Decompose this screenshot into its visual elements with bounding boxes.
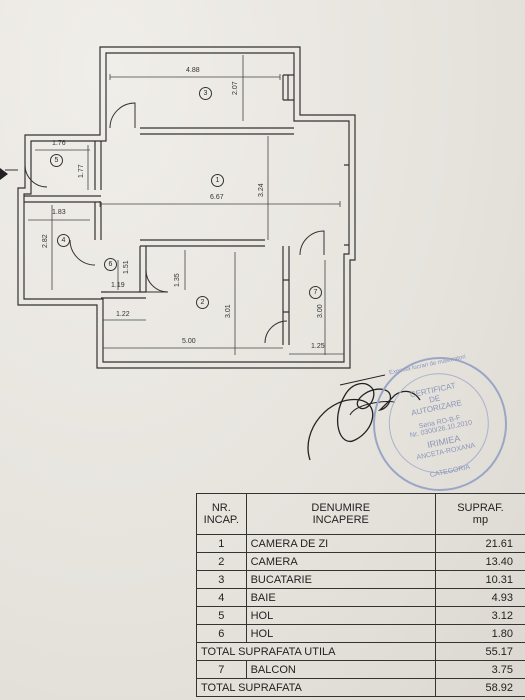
row-nr: 2 — [196, 552, 247, 571]
total-util-area: 55.17 — [434, 642, 525, 661]
row-nr: 3 — [196, 570, 247, 589]
table-row-total-util: TOTAL SUPRAFATA UTILA 55.17 — [196, 642, 525, 661]
dim-room6-width: 1.19 — [111, 282, 125, 289]
table-row: 1 CAMERA DE ZI 21.61 — [196, 534, 525, 553]
table-row: 7 BALCON 3.75 — [196, 660, 525, 679]
table-row: 3 BUCATARIE 10.31 — [196, 570, 525, 589]
room-marker-1: 1 — [211, 174, 224, 187]
room-marker-5: 5 — [50, 154, 63, 167]
table-row: 2 CAMERA 13.40 — [196, 552, 525, 571]
row-nr: 5 — [196, 606, 247, 625]
header-name-line1: DENUMIRE — [311, 502, 371, 514]
row-nr: 7 — [196, 660, 247, 679]
row-name: BALCON — [245, 660, 436, 679]
row-area: 13.40 — [434, 552, 525, 571]
row-name: CAMERA DE ZI — [245, 534, 436, 553]
room-marker-7: 7 — [309, 286, 322, 299]
header-name: DENUMIRE INCAPERE — [245, 493, 436, 535]
room-marker-6: 6 — [104, 258, 117, 271]
table-row-total: TOTAL SUPRAFATA 58.92 — [196, 678, 525, 697]
header-area: SUPRAF. mp — [434, 493, 525, 535]
dim-room1-width: 6.67 — [210, 194, 224, 201]
row-area: 21.61 — [434, 534, 525, 553]
row-name: CAMERA — [245, 552, 436, 571]
row-nr: 6 — [196, 624, 247, 643]
dim-room3-width: 4.88 — [186, 67, 200, 74]
room-marker-4: 4 — [57, 234, 70, 247]
row-area: 4.93 — [434, 588, 525, 607]
room-marker-3: 3 — [199, 87, 212, 100]
row-area: 3.12 — [434, 606, 525, 625]
entrance-arrow-icon — [0, 168, 8, 180]
table-row: 5 HOL 3.12 — [196, 606, 525, 625]
row-area: 1.80 — [434, 624, 525, 643]
row-name: HOL — [245, 606, 436, 625]
total-util-label: TOTAL SUPRAFATA UTILA — [196, 642, 436, 661]
row-nr: 4 — [196, 588, 247, 607]
dim-room4-width: 1.83 — [52, 209, 66, 216]
header-area-line1: SUPRAF. — [457, 502, 504, 514]
dim-room7-width: 1.25 — [311, 343, 325, 350]
area-table: NR. INCAP. DENUMIRE INCAPERE SUPRAF. mp … — [196, 493, 525, 697]
total-label: TOTAL SUPRAFATA — [196, 678, 436, 697]
table-header-row: NR. INCAP. DENUMIRE INCAPERE SUPRAF. mp — [196, 493, 525, 535]
total-area: 58.92 — [434, 678, 525, 697]
table-row: 4 BAIE 4.93 — [196, 588, 525, 607]
row-nr: 1 — [196, 534, 247, 553]
room-marker-2: 2 — [196, 296, 209, 309]
row-name: BUCATARIE — [245, 570, 436, 589]
dim-room2-step: 1.22 — [116, 311, 130, 318]
row-name: HOL — [245, 624, 436, 643]
row-area: 10.31 — [434, 570, 525, 589]
row-area: 3.75 — [434, 660, 525, 679]
table-row: 6 HOL 1.80 — [196, 624, 525, 643]
header-name-line2: INCAPERE — [312, 514, 369, 526]
header-nr: NR. INCAP. — [196, 493, 247, 535]
header-nr-line2: INCAP. — [203, 514, 239, 526]
dim-room5-width: 1.76 — [52, 140, 66, 147]
dim-room2-width: 5.00 — [182, 338, 196, 345]
row-name: BAIE — [245, 588, 436, 607]
header-nr-line1: NR. — [211, 502, 231, 514]
header-area-line2: mp — [472, 514, 489, 526]
